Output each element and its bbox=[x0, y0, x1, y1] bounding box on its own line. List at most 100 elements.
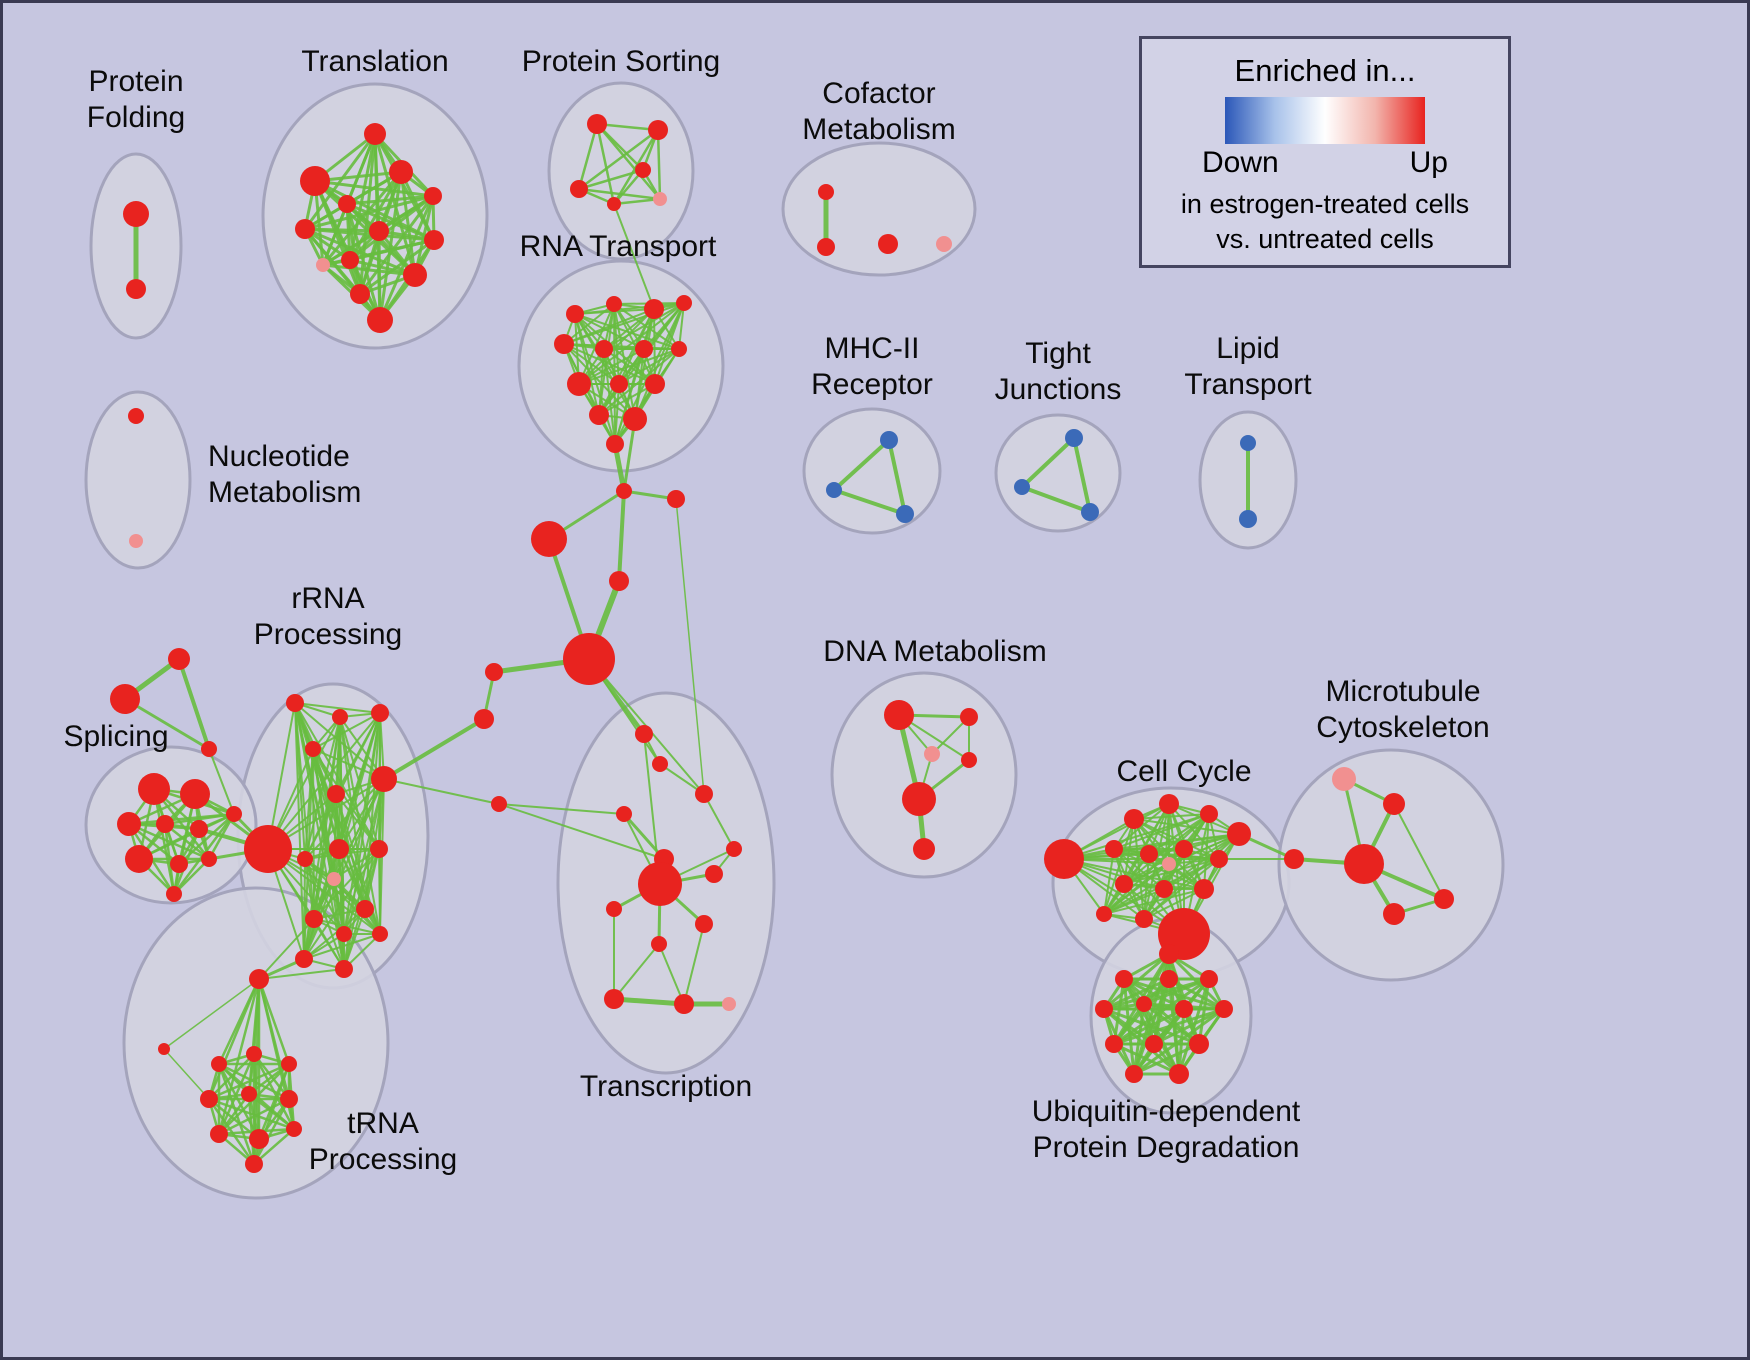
cluster-label-ubiquitin-degradation: Ubiquitin-dependent bbox=[1032, 1095, 1301, 1128]
network-edge bbox=[617, 489, 626, 583]
network-edge bbox=[163, 1048, 210, 1100]
network-edge bbox=[207, 977, 261, 1101]
network-edge bbox=[267, 702, 296, 850]
network-edge bbox=[303, 793, 337, 960]
network-edge bbox=[614, 348, 645, 445]
network-edge bbox=[595, 122, 662, 201]
network-edge bbox=[1112, 1042, 1181, 1076]
network-node bbox=[623, 407, 647, 431]
network-edge bbox=[618, 348, 680, 385]
network-node bbox=[606, 901, 622, 917]
network-edge bbox=[595, 122, 616, 206]
network-node bbox=[635, 162, 651, 178]
network-node bbox=[913, 838, 935, 860]
network-node bbox=[880, 431, 898, 449]
network-node bbox=[1044, 839, 1084, 879]
network-node bbox=[726, 841, 742, 857]
network-node bbox=[1155, 880, 1173, 898]
network-node bbox=[1124, 809, 1144, 829]
network-node bbox=[1136, 996, 1152, 1012]
network-node bbox=[609, 571, 629, 591]
cluster-label-cofactor-metabolism: Metabolism bbox=[802, 113, 955, 146]
network-edge bbox=[217, 1062, 256, 1166]
network-node bbox=[245, 1155, 263, 1173]
network-node bbox=[129, 534, 143, 548]
network-node bbox=[878, 234, 898, 254]
network-node bbox=[1284, 849, 1304, 869]
network-node bbox=[607, 197, 621, 211]
network-edge bbox=[832, 438, 891, 492]
network-node bbox=[595, 340, 613, 358]
network-edge bbox=[1113, 803, 1170, 850]
network-node bbox=[1159, 944, 1179, 964]
network-edge bbox=[348, 194, 435, 262]
network-node bbox=[170, 855, 188, 873]
network-edge bbox=[613, 943, 660, 1000]
network-node bbox=[567, 372, 591, 396]
network-node bbox=[531, 521, 567, 557]
cluster-label-microtubule-cytoskeleton: Microtubule bbox=[1325, 675, 1480, 708]
network-edge bbox=[382, 717, 486, 781]
network-node bbox=[554, 334, 574, 354]
network-node bbox=[589, 405, 609, 425]
network-node bbox=[424, 187, 442, 205]
network-edge bbox=[312, 748, 380, 850]
network-node bbox=[389, 160, 413, 184]
network-edge bbox=[258, 968, 345, 980]
network-edge bbox=[123, 697, 211, 751]
cluster-label-lipid-transport: Transport bbox=[1184, 368, 1312, 401]
network-node bbox=[960, 708, 978, 726]
network-edge bbox=[598, 348, 605, 416]
network-node bbox=[1125, 1065, 1143, 1083]
network-edge bbox=[612, 197, 662, 206]
network-edge bbox=[208, 748, 235, 815]
network-node bbox=[1240, 435, 1256, 451]
network-edge bbox=[127, 822, 211, 861]
network-edge bbox=[343, 908, 366, 970]
network-node bbox=[1159, 794, 1179, 814]
network-node bbox=[403, 263, 427, 287]
network-node bbox=[1227, 822, 1251, 846]
network-edge bbox=[598, 303, 615, 416]
network-node bbox=[695, 915, 713, 933]
network-node bbox=[295, 950, 313, 968]
cluster-label-rrna-processing: Processing bbox=[254, 618, 402, 651]
network-node bbox=[695, 785, 713, 803]
network-node bbox=[350, 284, 370, 304]
network-edge bbox=[1113, 833, 1240, 850]
network-edge bbox=[1203, 813, 1210, 890]
network-edge bbox=[1103, 863, 1170, 915]
network-node bbox=[936, 236, 952, 252]
network-edge bbox=[577, 122, 599, 191]
network-edge bbox=[207, 1062, 291, 1101]
network-edge bbox=[378, 194, 435, 322]
network-node bbox=[1140, 845, 1158, 863]
network-node bbox=[336, 926, 352, 942]
network-edge bbox=[683, 923, 705, 1005]
cluster-label-trna-processing: Processing bbox=[309, 1143, 457, 1176]
network-node bbox=[1115, 875, 1133, 893]
network-edge bbox=[1132, 1007, 1226, 1076]
network-edge bbox=[172, 857, 211, 896]
network-node bbox=[364, 123, 386, 145]
cluster-ellipse-microtubule-cytoskeleton bbox=[1277, 748, 1505, 982]
network-edge bbox=[622, 417, 637, 493]
cluster-label-splicing: Splicing bbox=[63, 720, 168, 753]
network-edge bbox=[258, 918, 315, 980]
network-edge bbox=[217, 1097, 291, 1136]
network-node bbox=[341, 251, 359, 269]
network-node bbox=[305, 741, 321, 757]
network-edge bbox=[1177, 977, 1211, 1076]
network-node bbox=[635, 725, 653, 743]
network-node bbox=[128, 408, 144, 424]
network-node bbox=[563, 633, 615, 685]
network-edge bbox=[1197, 977, 1211, 1046]
network-node bbox=[674, 994, 694, 1014]
network-node bbox=[896, 505, 914, 523]
network-edge bbox=[1103, 888, 1165, 915]
network-node bbox=[606, 296, 622, 312]
network-node bbox=[338, 195, 356, 213]
network-node bbox=[485, 663, 503, 681]
network-edge bbox=[656, 128, 662, 201]
network-edge bbox=[137, 812, 236, 861]
